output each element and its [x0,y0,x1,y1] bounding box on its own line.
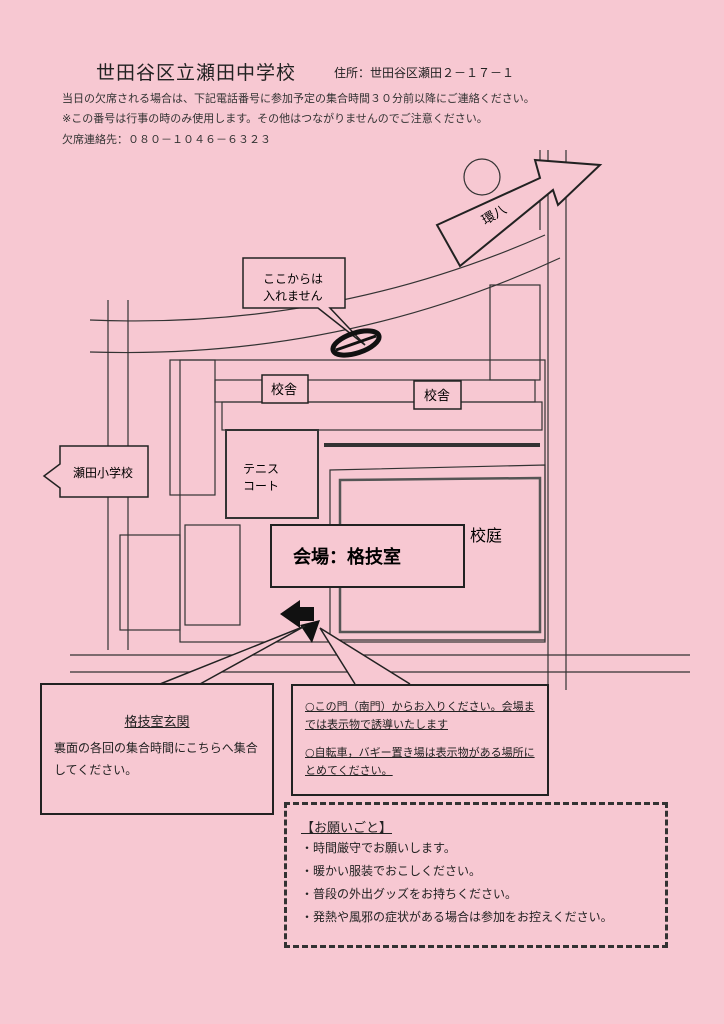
absence-contact: 欠席連絡先：０８０－１０４６－６３２３ [62,133,271,146]
tennis-court-label-1: テニス [243,462,279,476]
no-entry-line1: ここからは [263,272,323,286]
requests-title: 【お願いごと】 [301,821,393,836]
venue-label: 会場：格技室 [293,546,401,568]
seta-elementary-label: 瀬田小学校 [73,465,133,480]
request-item: 発熱や風邪の症状がある場合は参加をお控えください。 [301,906,613,929]
request-item: 暖かい服装でおこしください。 [301,860,613,883]
seta-elementary-callout [42,445,149,498]
entrance-arrow-icon [280,600,314,628]
school-building-label-2: 校舎 [424,388,450,404]
absence-note: 当日の欠席される場合は、下記電話番号に参加予定の集合時間３０分前以降にご連絡くだ… [62,92,535,105]
schoolyard-label: 校庭 [470,526,502,545]
no-entry-marker-icon [330,328,382,358]
request-item: 時間厳守でお願いします。 [301,837,613,860]
entrance-info-box: 格技室玄関 裏面の各回の集合時間にこちらへ集合してください。 [40,683,274,815]
entrance-body: 裏面の各回の集合時間にこちらへ集合してください。 [54,741,258,777]
entrance-title: 格技室玄関 [124,715,190,730]
number-usage-note: ※この番号は行事の時のみ使用します。その他はつながりませんのでご注意ください。 [62,112,488,125]
no-entry-callout [242,257,366,346]
bicycle-parking-text: ○自転車，バギー置き場は表示物がある場所にとめてください。 [305,746,535,777]
gate-entry-text: ○この門（南門）からお入りください。会場までは表示物で誘導いたします [305,700,535,731]
request-item: 普段の外出グッズをお持ちください。 [301,883,613,906]
school-name: 世田谷区立瀬田中学校 [96,62,297,84]
tennis-court-label-2: コート [243,479,279,493]
school-building-label-1: 校舎 [271,382,297,398]
no-entry-line2: 入れません [263,289,323,303]
requests-box: 【お願いごと】 時間厳守でお願いします。 暖かい服装でおこしください。 普段の外… [284,802,668,948]
tree-icon [463,158,501,196]
requests-list: 時間厳守でお願いします。 暖かい服装でおこしください。 普段の外出グッズをお持ち… [301,837,613,929]
kanpachi-arrow [435,158,603,268]
school-address: 住所：世田谷区瀬田２－１７－１ [334,66,515,80]
gate-info-box: ○この門（南門）からお入りください。会場までは表示物で誘導いたします ○自転車，… [291,684,549,796]
